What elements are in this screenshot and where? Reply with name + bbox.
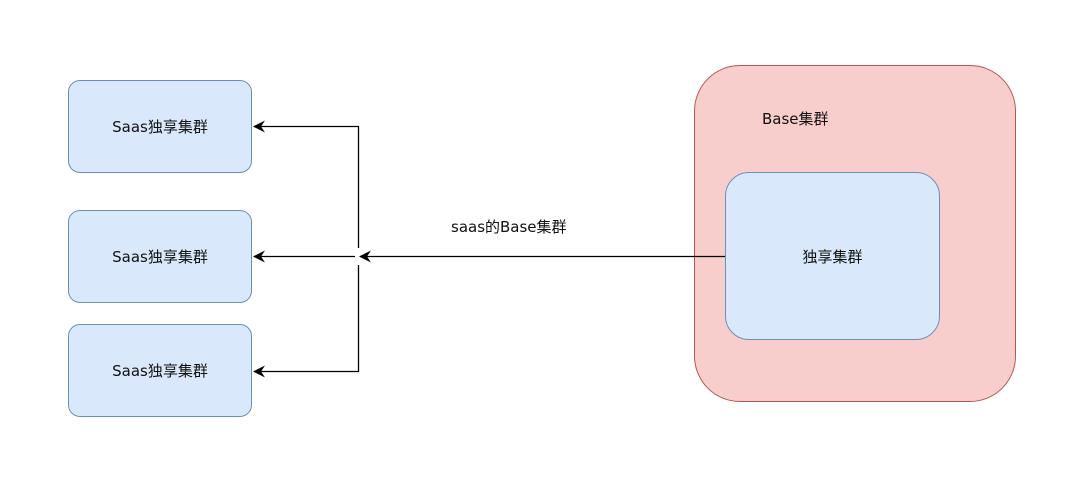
saas-cluster-1: Saas独享集群 xyxy=(68,80,252,173)
inner-exclusive-cluster: 独享集群 xyxy=(725,172,940,340)
inner-exclusive-cluster-label: 独享集群 xyxy=(802,247,863,266)
base-cluster-label: Base集群 xyxy=(762,110,829,128)
edge-branch-bottom xyxy=(253,265,360,378)
edge-label: saas的Base集群 xyxy=(451,218,567,236)
saas-cluster-label: Saas独享集群 xyxy=(112,118,208,136)
edge-branch-top xyxy=(253,120,360,248)
saas-cluster-label: Saas独享集群 xyxy=(112,248,208,266)
saas-cluster-3: Saas独享集群 xyxy=(68,324,252,417)
saas-cluster-label: Saas独享集群 xyxy=(112,362,208,380)
saas-cluster-2: Saas独享集群 xyxy=(68,210,252,303)
